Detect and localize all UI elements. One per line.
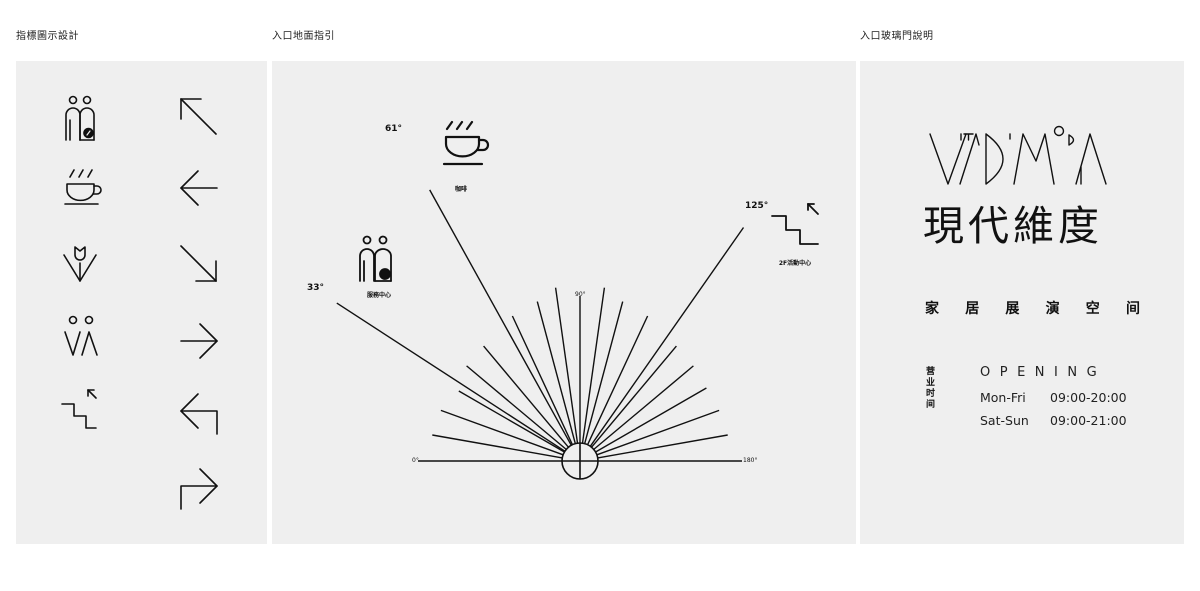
direction-ray xyxy=(597,434,728,459)
hours-time: 09:00-21:00 xyxy=(1050,413,1127,428)
tagline-char: 间 xyxy=(1125,301,1140,317)
coffee-cup-icon xyxy=(442,120,490,166)
direction-ray xyxy=(432,434,563,459)
hours-row: Mon-Fri 09:00-20:00 xyxy=(980,390,1127,405)
opening-label: OPENING xyxy=(980,365,1107,380)
hours-label-char: 间 xyxy=(926,400,936,410)
door-info-panel: 現代維度 家 居 展 演 空 间 营 业 时 间 OPENING Mon-Fri… xyxy=(860,61,1184,544)
compass-center xyxy=(561,442,599,480)
direction-ray xyxy=(511,315,574,445)
hours-time: 09:00-20:00 xyxy=(1050,390,1127,405)
direction-ray xyxy=(595,387,707,453)
angle-90-label: 90° xyxy=(575,291,586,298)
hours-day: Sat-Sun xyxy=(980,413,1029,428)
angle-180-label: 180° xyxy=(743,457,757,464)
hours-label-char: 业 xyxy=(926,378,936,388)
tagline: 家 居 展 演 空 间 xyxy=(925,298,1140,318)
direction-ray xyxy=(466,365,567,450)
service-people-icon xyxy=(65,95,95,141)
arrow-u-turn-left-icon xyxy=(180,393,218,435)
direction-ray xyxy=(596,409,720,456)
coffee-label: 咖啡 xyxy=(455,185,467,193)
direction-ray xyxy=(589,227,745,447)
brand-chinese-name: 現代維度 xyxy=(923,202,1103,250)
arrow-right-icon xyxy=(180,323,218,359)
icon-set-panel xyxy=(16,61,267,544)
direction-rays xyxy=(336,189,745,462)
direction-ray xyxy=(591,345,677,448)
tagline-char: 居 xyxy=(965,301,980,317)
business-hours-label: 营 业 时 间 xyxy=(926,367,938,411)
door-section-title: 入口玻璃門說明 xyxy=(860,31,934,42)
floor-section-title: 入口地面指引 xyxy=(272,31,335,42)
hours-label-char: 营 xyxy=(926,367,936,377)
stairs-up-icon xyxy=(771,203,819,245)
tagline-char: 展 xyxy=(1005,301,1020,317)
hours-label-char: 时 xyxy=(926,389,936,399)
arrow-left-icon xyxy=(180,170,218,206)
arrow-u-turn-right-icon xyxy=(180,468,218,510)
service-people-icon xyxy=(359,235,392,282)
tagline-char: 演 xyxy=(1045,301,1060,317)
floor-guide-panel: 0° 33° 61° 90° 125° 180° 咖啡 服務中心 2F活 xyxy=(272,61,856,544)
arrow-up-left-icon xyxy=(180,98,217,135)
arrow-down-right-icon xyxy=(180,245,217,282)
icons-section-title: 指標圖示設計 xyxy=(16,31,79,42)
direction-ray xyxy=(483,345,569,448)
direction-ray xyxy=(554,287,579,444)
service-label: 服務中心 xyxy=(367,291,391,299)
tagline-char: 空 xyxy=(1085,301,1100,317)
direction-ray xyxy=(584,301,624,444)
stairs-up-icon xyxy=(61,389,97,429)
tulip-flower-icon xyxy=(63,246,97,282)
direction-ray xyxy=(336,302,566,452)
direction-ray xyxy=(440,409,564,456)
hours-row: Sat-Sun 09:00-21:00 xyxy=(980,413,1127,428)
angle-0-label: 0° xyxy=(412,457,419,464)
direction-ray xyxy=(536,301,576,444)
people-face-icon xyxy=(64,315,98,356)
angle-33-label: 33° xyxy=(307,283,324,293)
direction-ray xyxy=(458,390,565,453)
direction-ray xyxy=(581,287,606,444)
direction-ray xyxy=(593,365,694,450)
direction-ray xyxy=(586,315,649,445)
direction-ray xyxy=(429,189,572,446)
tagline-char: 家 xyxy=(925,301,939,317)
angle-61-label: 61° xyxy=(385,124,402,134)
angle-125-label: 125° xyxy=(745,201,768,211)
hours-day: Mon-Fri xyxy=(980,390,1026,405)
upstairs-label: 2F活動中心 xyxy=(779,259,811,267)
coffee-cup-icon xyxy=(64,169,102,205)
vitadimoda-logo xyxy=(929,125,1107,185)
